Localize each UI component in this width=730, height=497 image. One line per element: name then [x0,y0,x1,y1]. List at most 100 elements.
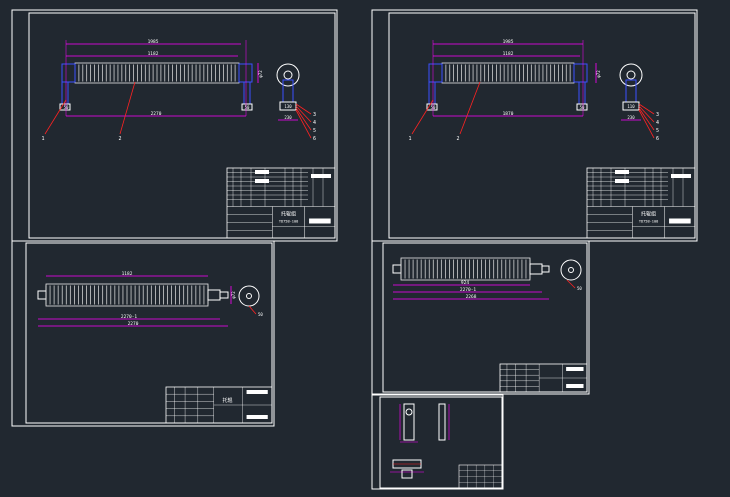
bracket-front [403,403,415,441]
leader-callout-5 [638,107,655,131]
left-foot [59,103,71,111]
title-block[interactable] [499,363,588,393]
dim-text-top: 924 [461,280,469,286]
dim-text-top-inner: 1182 [148,51,159,57]
end-view-inner-circle [283,70,293,80]
leader-callout-2 [459,81,481,135]
title-block-frame [586,167,696,239]
title-block-name: 托辊组 [641,211,656,218]
right-foot [241,103,253,111]
dim-text-side: φ72 [596,70,601,78]
sheet-inner-border [25,242,273,424]
title-block-fill [255,179,269,183]
dim-text-end-right: 50 [580,105,585,110]
right-shaft-end [541,265,550,273]
leader-callout-6 [638,109,655,139]
dim-text-top-overall: 1985 [148,39,159,45]
leader-callout-4 [295,105,312,123]
title-block-fill [671,174,691,178]
roller-drum [45,283,209,307]
dim-text-bottom: 1870 [503,111,514,117]
callout-list: 3 4 5 6 [313,112,316,142]
roller-assembly-view: 1985 1182 2270 50 50 φ72 1 2 [41,39,263,142]
leader-callout-6 [295,109,312,139]
dim-text-bottom-a: 2270-1 [460,287,477,293]
dim-text-top-overall: 1985 [503,39,514,45]
end-view-outer-circle [619,63,643,87]
drawing-sheet-roller-1[interactable]: 1182 2270-1 2270 φ72 50 托辊 [11,240,275,427]
sheet-outer-border [371,394,504,490]
end-view-leader [248,305,257,315]
dim-text-end-label: 50 [577,286,582,291]
dim-text-top: 1182 [122,271,133,277]
callout-2: 2 [456,136,459,142]
callout-3: 3 [656,112,659,118]
callout-1: 1 [408,136,411,142]
sheet-inner-border [382,242,588,393]
sheet-outer-border [371,240,590,395]
title-block-fill [615,179,629,183]
drawing-sheet-roller-2[interactable]: 924 2270-1 2268 50 [371,240,590,395]
title-block-code: TD75B-108 [639,220,658,224]
title-block-fill [246,390,268,394]
leader-callout-4 [638,105,655,123]
leader-callout-3 [638,103,655,115]
leader-callout-1 [44,99,67,135]
dim-text-end-left: 50 [64,105,69,110]
leader-callout-5 [295,107,312,131]
roller-end-view: 130 230 3 4 5 6 [276,63,316,142]
dim-text-end-height: φ72 [231,291,236,299]
bracket-hole [405,408,413,416]
title-block-fill [246,415,268,419]
roller-end-view: 50 [238,285,263,317]
dim-text-support-width: 130 [284,104,292,109]
title-block-fill [309,218,331,224]
leader-callout-3 [295,103,312,115]
dim-text-support-base: 230 [627,115,635,120]
dim-text-side: φ72 [258,70,263,78]
title-block-fill [615,170,629,174]
dim-text-support-width: 110 [627,104,635,109]
title-block[interactable]: 托辊组 TD75B-108 [586,167,696,239]
callout-list: 3 4 5 6 [656,112,659,142]
title-block[interactable]: 托辊 [165,386,273,424]
title-block-name: 托辊组 [281,211,296,218]
callout-2: 2 [118,136,121,142]
callout-6: 6 [656,136,659,142]
roller-end-view: 110 230 3 4 5 6 [619,63,659,142]
callout-3: 3 [313,112,316,118]
callout-4: 4 [656,120,659,126]
dim-text-bottom: 2270 [151,111,162,117]
sheet-inner-border [388,12,696,239]
leader-callout-2 [119,81,136,135]
end-view-outer-circle [276,63,300,87]
callout-5: 5 [656,128,659,134]
bracket-side [438,403,446,441]
roller-end-view: 50 [560,259,582,291]
title-block[interactable] [458,464,503,489]
title-block-frame [226,167,336,239]
end-view-inner-circle [626,70,636,80]
title-block-fill [311,174,331,178]
sheet-inner-border [379,396,503,489]
drawing-sheet-detail[interactable] [371,394,504,490]
left-foot [426,103,438,111]
dim-text-bottom-b: 2268 [466,294,477,300]
callout-4: 4 [313,120,316,126]
title-block-fill [566,384,584,388]
callout-6: 6 [313,136,316,142]
end-view-leader [566,279,576,289]
callout-5: 5 [313,128,316,134]
drawing-sheet-assembly-1[interactable]: 1985 1182 2270 50 50 φ72 1 2 130 230 3 4 5… [11,9,338,242]
roller-view: 924 2270-1 2268 [392,257,550,300]
title-block-fill [669,218,691,224]
title-block-fill [255,170,269,174]
leader-callout-1 [411,99,434,135]
dim-text-support-base: 230 [284,115,292,120]
dim-text-bottom-a: 2270-1 [121,314,138,320]
dim-text-top-inner: 1182 [503,51,514,57]
end-view-inner-circle [246,293,252,299]
title-block-name: 托辊 [222,397,232,404]
